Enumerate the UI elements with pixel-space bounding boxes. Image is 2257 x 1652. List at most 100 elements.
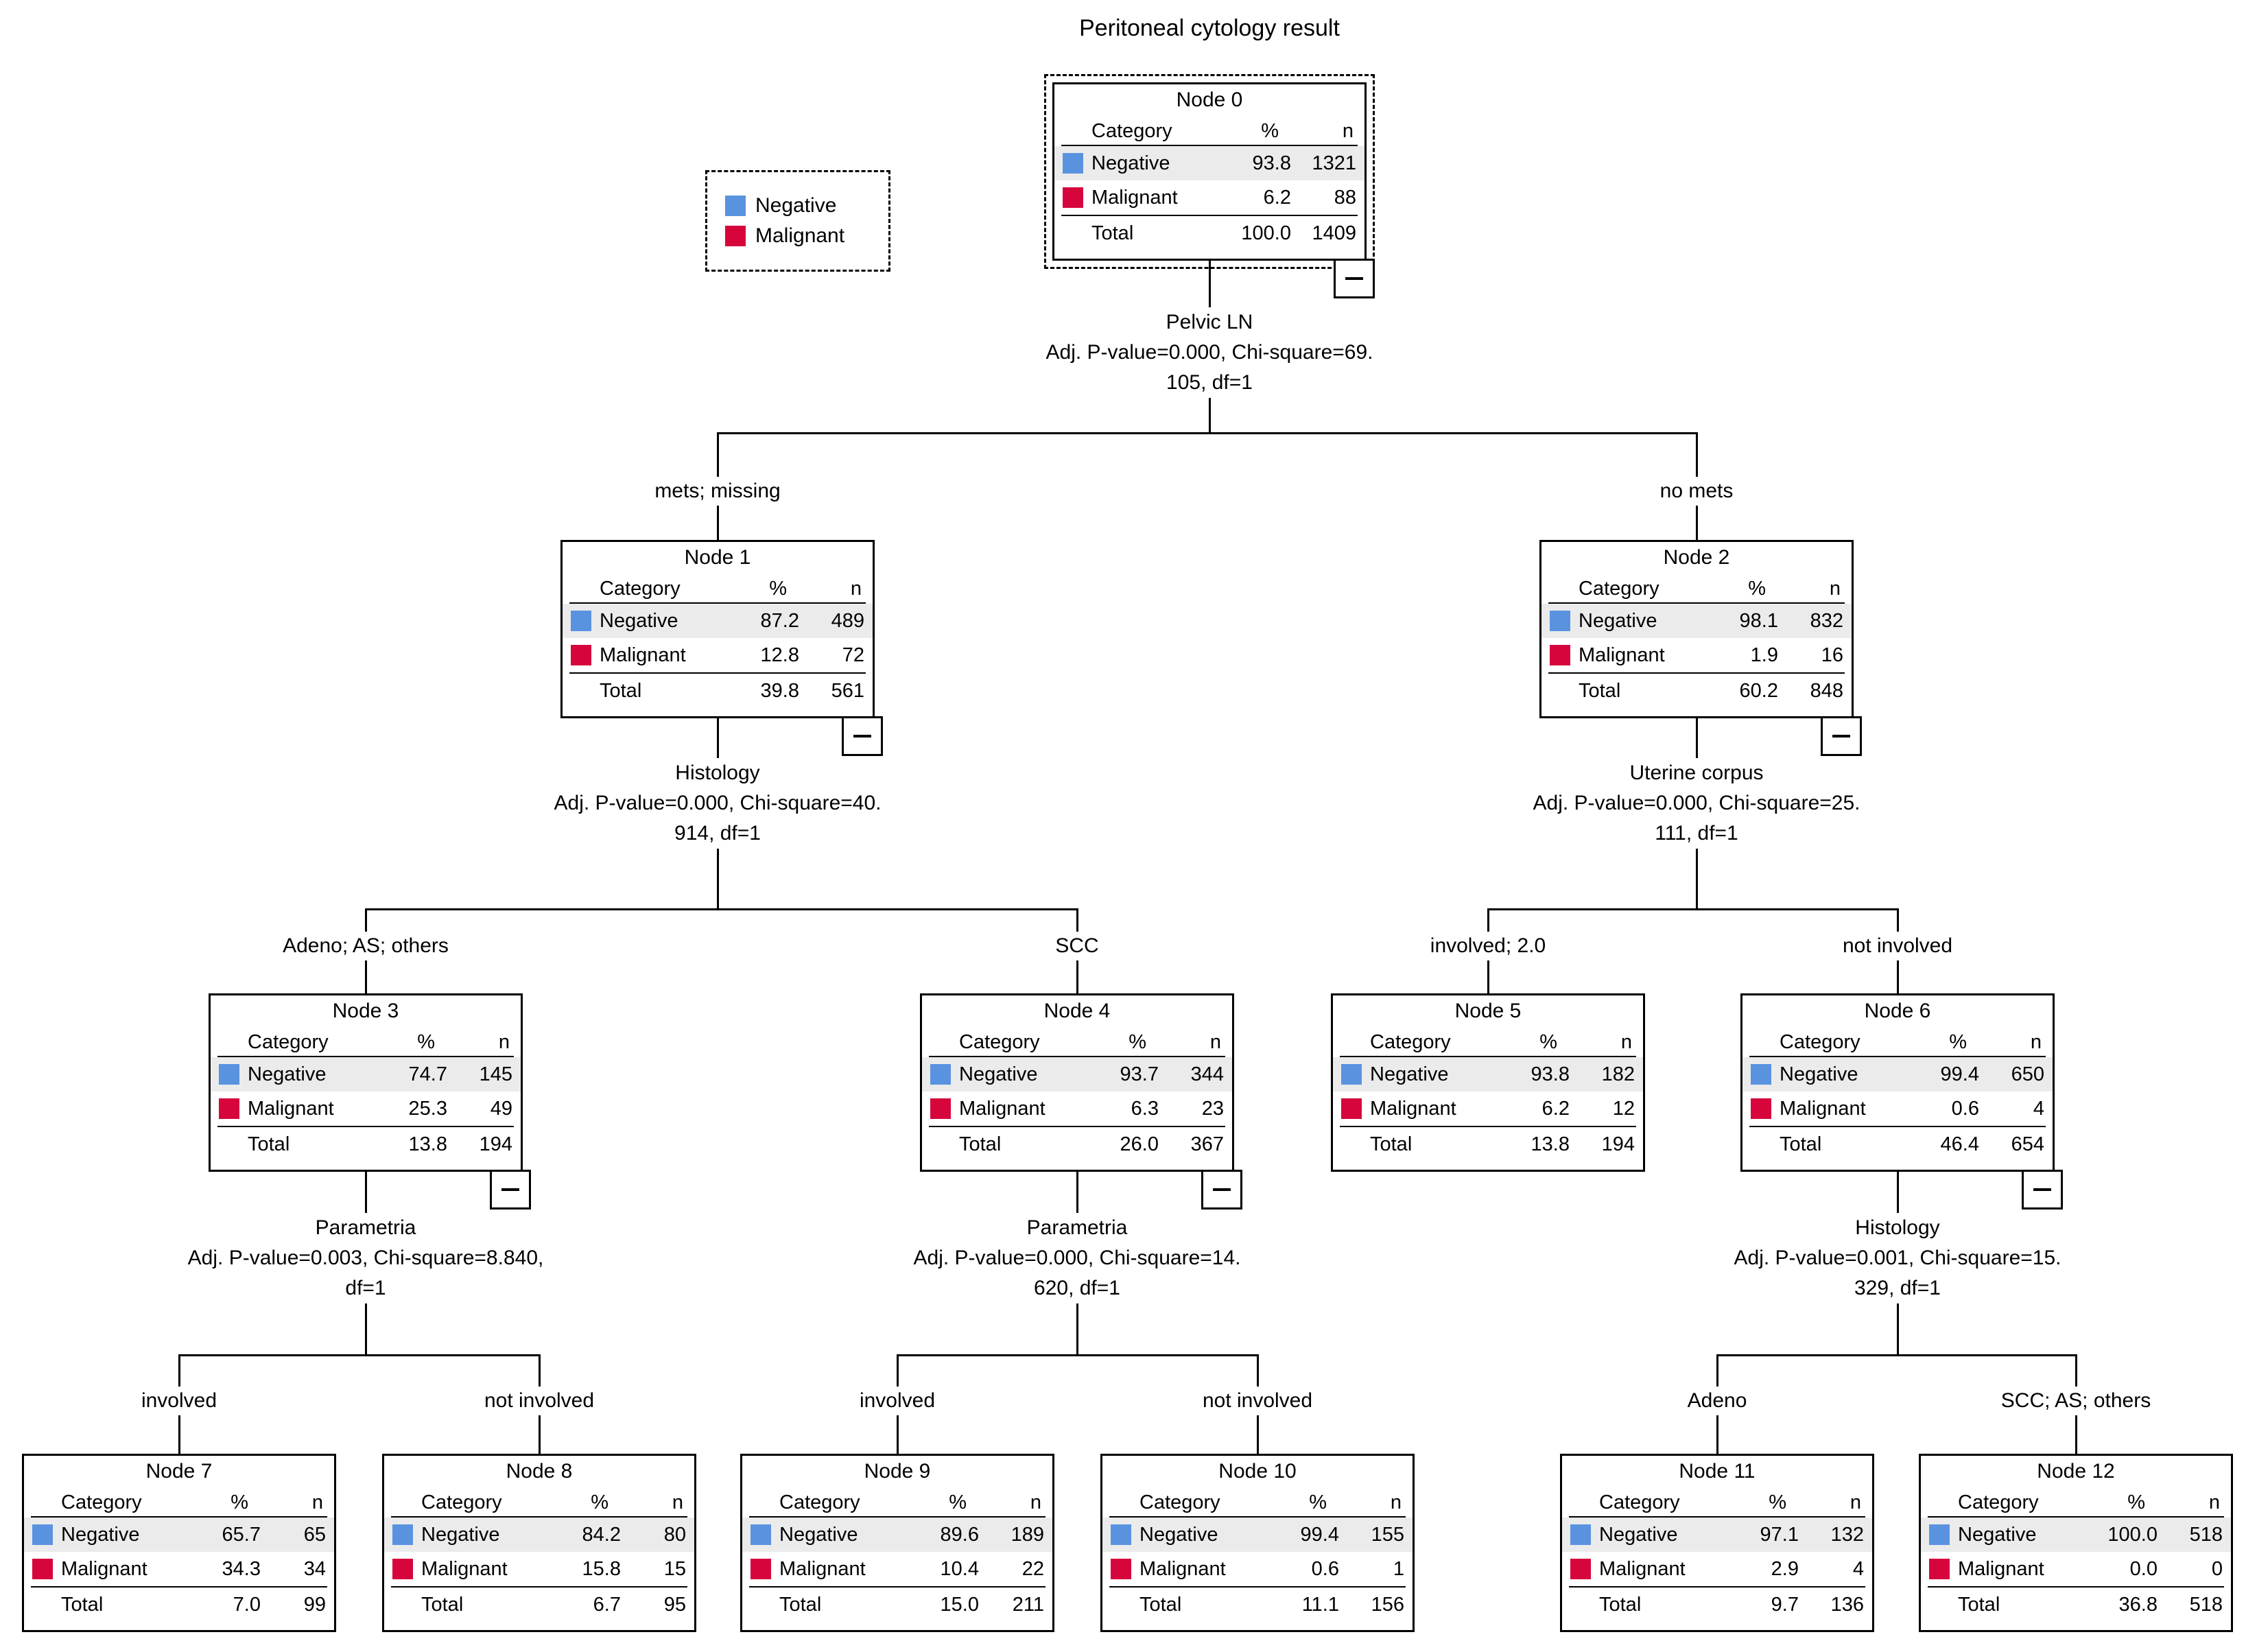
- col-header-percent: %: [1748, 577, 1766, 600]
- col-header-category: Category: [61, 1491, 142, 1513]
- negative-count: 182: [1601, 1063, 1635, 1085]
- malignant-percent: 2.9: [1771, 1557, 1799, 1580]
- col-header-category: Category: [1780, 1030, 1860, 1053]
- collapse-node-button[interactable]: [1821, 716, 1862, 756]
- node-table-header: Category%n: [742, 1489, 1052, 1516]
- total-count: 367: [1190, 1133, 1224, 1155]
- node-title: Node 1: [684, 546, 751, 569]
- branch-label: involved; 2.0: [1421, 932, 1555, 960]
- malignant-swatch-icon: [930, 1098, 951, 1119]
- connector-line: [716, 432, 1698, 434]
- negative-percent: 98.1: [1739, 609, 1778, 632]
- collapse-node-button[interactable]: [490, 1170, 531, 1210]
- split-stats-line1: Adj. P-value=0.000, Chi-square=25.: [1533, 792, 1860, 814]
- malignant-count: 23: [1201, 1097, 1224, 1120]
- malignant-swatch-icon: [1570, 1559, 1591, 1579]
- category-label: Malignant: [959, 1097, 1045, 1120]
- split-stats-line1: Adj. P-value=0.000, Chi-square=14.: [913, 1247, 1241, 1269]
- total-count: 156: [1371, 1593, 1404, 1616]
- minus-icon: [1213, 1188, 1231, 1191]
- table-rule: [1928, 1586, 2224, 1588]
- col-header-percent: %: [1128, 1030, 1146, 1053]
- split-variable: Histology: [1855, 1216, 1940, 1239]
- negative-count: 650: [2011, 1063, 2044, 1085]
- category-label: Malignant: [1370, 1097, 1456, 1120]
- branch-label: mets; missing: [646, 477, 789, 506]
- total-percent: 60.2: [1739, 679, 1778, 702]
- collapse-node-button[interactable]: [2022, 1170, 2063, 1210]
- table-rule: [1569, 1586, 1865, 1588]
- table-rule: [217, 1126, 514, 1127]
- table-rule: [31, 1516, 327, 1518]
- table-rule: [929, 1056, 1225, 1057]
- collapse-node-button[interactable]: [1201, 1170, 1242, 1210]
- total-label: Total: [959, 1133, 1002, 1155]
- node-table-header: Category%n: [24, 1489, 334, 1516]
- table-rule: [1749, 1126, 2046, 1127]
- split-stats-line2: df=1: [345, 1277, 386, 1299]
- malignant-swatch-icon: [751, 1559, 771, 1579]
- table-rule: [929, 1126, 1225, 1127]
- node-table-header: Category%n: [1333, 1028, 1643, 1056]
- collapse-node-button[interactable]: [842, 716, 883, 756]
- negative-swatch-icon: [1751, 1064, 1771, 1085]
- negative-percent: 74.7: [408, 1063, 447, 1085]
- col-header-category: Category: [1958, 1491, 2039, 1513]
- negative-percent: 100.0: [2107, 1523, 2158, 1546]
- collapse-node-button[interactable]: [1334, 259, 1375, 298]
- col-header-percent: %: [231, 1491, 248, 1513]
- node-title: Node 2: [1663, 546, 1730, 569]
- malignant-count: 88: [1334, 186, 1356, 209]
- legend-label: Malignant: [755, 224, 845, 247]
- node-table-header: Category%n: [1102, 1489, 1413, 1516]
- total-percent: 13.8: [408, 1133, 447, 1155]
- total-count: 95: [663, 1593, 686, 1616]
- col-header-percent: %: [2127, 1491, 2145, 1513]
- table-rule: [1109, 1586, 1406, 1588]
- negative-swatch-icon: [725, 196, 746, 216]
- category-label: Malignant: [1091, 186, 1178, 209]
- category-label: Malignant: [779, 1557, 866, 1580]
- negative-swatch-icon: [392, 1524, 413, 1545]
- negative-swatch-icon: [32, 1524, 53, 1545]
- table-rule: [1109, 1516, 1406, 1518]
- table-rule: [1548, 602, 1845, 604]
- col-header-category: Category: [1579, 577, 1659, 600]
- category-label: Negative: [1579, 609, 1657, 632]
- category-label: Negative: [1091, 152, 1170, 174]
- category-label: Negative: [1139, 1523, 1218, 1546]
- col-header-percent: %: [1539, 1030, 1557, 1053]
- total-count: 561: [831, 679, 864, 702]
- negative-count: 145: [479, 1063, 512, 1085]
- total-label: Total: [600, 679, 642, 702]
- split-stats-line1: Adj. P-value=0.003, Chi-square=8.840,: [187, 1247, 544, 1269]
- malignant-percent: 15.8: [582, 1557, 621, 1580]
- legend-item-malignant: Malignant: [725, 224, 888, 248]
- minus-icon: [501, 1188, 519, 1191]
- branch-label: not involved: [1194, 1386, 1321, 1415]
- col-header-percent: %: [417, 1030, 435, 1053]
- category-label: Malignant: [1780, 1097, 1866, 1120]
- node-title: Node 3: [332, 1000, 399, 1022]
